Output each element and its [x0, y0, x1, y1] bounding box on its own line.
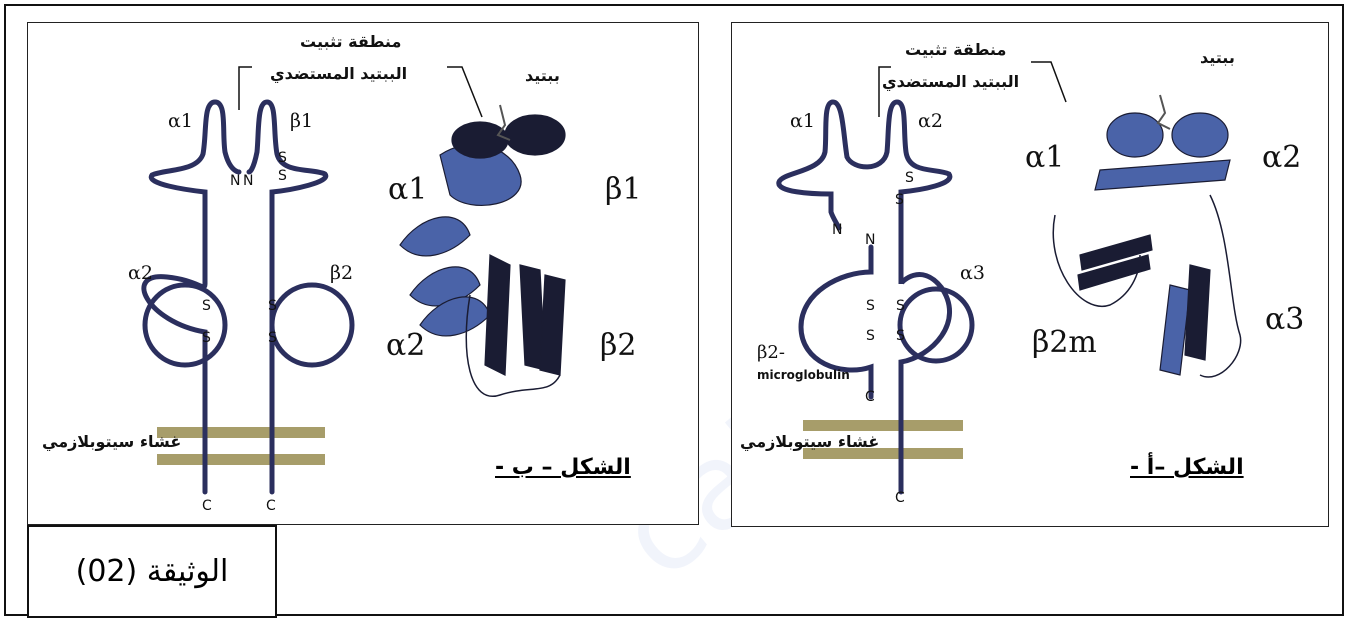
figure-b-ribbon-structure [399, 104, 566, 398]
beta-chain [246, 99, 329, 495]
ribbon-label-alpha2-a: α2 [1262, 140, 1302, 175]
ribbon-label-alpha3-a: α3 [1265, 302, 1305, 337]
figure-a-title: الشكل –أ - [1130, 455, 1244, 480]
disulfide-s4-b: S [202, 330, 211, 346]
domain-label-alpha2-a: α2 [918, 110, 943, 132]
binding-zone-label-line2-a: الببتيد المستضدي [882, 72, 1020, 91]
binding-zone-label-line2-b: الببتيد المستضدي [270, 64, 408, 83]
domain-label-alpha1-b: α1 [168, 110, 193, 132]
membrane-band-bottom-a [803, 448, 963, 459]
domain-label-alpha3-a: α3 [960, 262, 985, 284]
terminal-n-a2: N [865, 232, 876, 248]
terminal-n1-b: N [230, 173, 241, 189]
ribbon-label-beta2-b: β2 [600, 328, 637, 363]
disulfide-s3-a: S [866, 298, 875, 314]
binding-zone-label-line1-a: منطقة تثبيت [905, 40, 1007, 59]
peptide-label-b: ببتيد [525, 66, 560, 85]
ribbon-label-b2m-a: β2m [1032, 325, 1097, 360]
membrane-label-a: غشاء سيتوبلازمي [740, 432, 880, 451]
disulfide-s5-b: S [268, 298, 277, 314]
disulfide-s3-b: S [202, 298, 211, 314]
domain-label-alpha1-a: α1 [790, 110, 815, 132]
membrane-band-bottom [157, 454, 325, 465]
alpha3-loop [897, 286, 975, 364]
terminal-c2-b: C [266, 498, 276, 514]
ribbon-label-alpha1-b: α1 [388, 172, 428, 207]
disulfide-s5-a: S [896, 298, 905, 314]
b2-label-a: β2- [757, 342, 785, 363]
figure-b-panel [27, 22, 699, 525]
peptide-label-a: ببتيد [1200, 48, 1235, 67]
disulfide-s6-a: S [896, 328, 905, 344]
terminal-n-a1: N [832, 222, 843, 238]
beta2-loop [269, 282, 355, 368]
domain-label-beta2-b: β2 [330, 262, 354, 284]
binding-zone-bracket [238, 66, 483, 118]
alpha2-loop [142, 282, 228, 368]
domain-label-alpha2-b: α2 [128, 262, 153, 284]
b2m-loop [798, 244, 874, 400]
disulfide-s6-b: S [268, 330, 277, 346]
terminal-c1-b: C [202, 498, 212, 514]
membrane-label-b: غشاء سيتوبلازمي [42, 432, 182, 451]
b2-sub-label-a: microglobulin [757, 368, 850, 382]
figure-a-schematic [776, 61, 1067, 495]
document-label-box: الوثيقة (02) [27, 525, 277, 618]
document-frame [4, 4, 1344, 616]
document-label: الوثيقة (02) [75, 554, 229, 589]
heavy-chain [776, 99, 953, 495]
ribbon-label-alpha1-a: α1 [1025, 140, 1065, 175]
domain-label-beta1-b: β1 [290, 110, 314, 132]
disulfide-s2-a: S [895, 192, 904, 208]
binding-zone-label-line1-b: منطقة تثبيت [300, 32, 402, 51]
membrane-band-top [157, 427, 325, 438]
figure-a-ribbon-structure [1052, 94, 1242, 378]
disulfide-s1-b: S [278, 150, 287, 166]
disulfide-s2-b: S [278, 168, 287, 184]
figure-b-title: الشكل – ب - [495, 455, 631, 480]
membrane-band-top-a [803, 420, 963, 431]
terminal-n2-b: N [243, 173, 254, 189]
disulfide-s1-a: S [905, 170, 914, 186]
ribbon-label-alpha2-b: α2 [386, 328, 426, 363]
alpha-chain [141, 99, 242, 495]
terminal-c-a1: C [865, 389, 875, 405]
ribbon-label-beta1-b: β1 [605, 172, 642, 207]
figure-b-schematic [141, 66, 483, 495]
disulfide-s4-a: S [866, 328, 875, 344]
binding-zone-bracket-a [878, 61, 1067, 117]
terminal-c-a2: C [895, 490, 905, 506]
